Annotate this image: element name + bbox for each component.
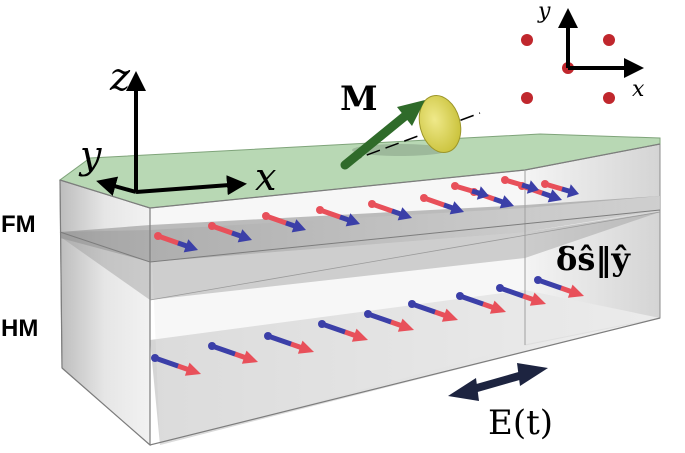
spin-accumulation-label: δŝ‖ŷ bbox=[556, 240, 631, 278]
spin-arrow bbox=[541, 180, 579, 198]
lattice-dot bbox=[603, 34, 615, 46]
lattice-x-label: x bbox=[632, 77, 645, 102]
x-axis-arrow bbox=[135, 175, 247, 196]
electric-field-arrow: E(t) bbox=[448, 363, 553, 443]
magnetization-vector: M bbox=[340, 79, 481, 170]
lattice-dot bbox=[521, 34, 533, 46]
spin-arrow bbox=[420, 194, 464, 215]
spin-arrow bbox=[456, 292, 506, 314]
axis-y-label: y bbox=[78, 133, 102, 177]
spin-arrow bbox=[451, 182, 489, 200]
hm-floor bbox=[150, 290, 660, 445]
precession-cone-shadow bbox=[352, 144, 448, 156]
magnetization-label: M bbox=[340, 79, 378, 119]
spin-arrow bbox=[408, 300, 458, 322]
spin-arrow bbox=[368, 200, 412, 221]
spin-arrow bbox=[318, 320, 368, 342]
field-label: E(t) bbox=[488, 403, 553, 443]
spin-arrow bbox=[208, 342, 258, 364]
fm-underside bbox=[62, 212, 660, 300]
spin-arrow bbox=[262, 212, 306, 233]
magnetization-arrow bbox=[340, 107, 415, 170]
hm-layer-label: HM bbox=[1, 315, 38, 342]
spin-arrow bbox=[534, 276, 584, 298]
axis-z-label: z bbox=[109, 55, 131, 99]
axis-x-label: x bbox=[255, 155, 276, 199]
spin-arrow bbox=[364, 310, 414, 332]
fm-bottom-plane bbox=[60, 196, 660, 262]
spin-arrow bbox=[501, 176, 539, 194]
spin-arrow bbox=[151, 354, 201, 376]
interface-spin-arrows bbox=[154, 176, 579, 253]
spin-arrow bbox=[316, 206, 360, 227]
heterostructure-slab bbox=[58, 133, 661, 447]
bulk-spin-arrows bbox=[151, 276, 584, 376]
spin-arrow bbox=[496, 284, 546, 306]
coordinate-axes: z x y bbox=[78, 55, 276, 199]
precession-cone bbox=[418, 95, 462, 153]
lattice-y-label: y bbox=[537, 0, 551, 24]
lattice-inset: y x bbox=[521, 0, 645, 104]
y-axis-arrow bbox=[96, 176, 137, 196]
spin-arrow bbox=[154, 232, 198, 253]
lattice-dot bbox=[603, 92, 615, 104]
lattice-dot bbox=[521, 92, 533, 104]
spin-arrow bbox=[264, 332, 314, 354]
spin-arrow bbox=[208, 222, 252, 243]
fm-layer-label: FM bbox=[1, 211, 36, 238]
